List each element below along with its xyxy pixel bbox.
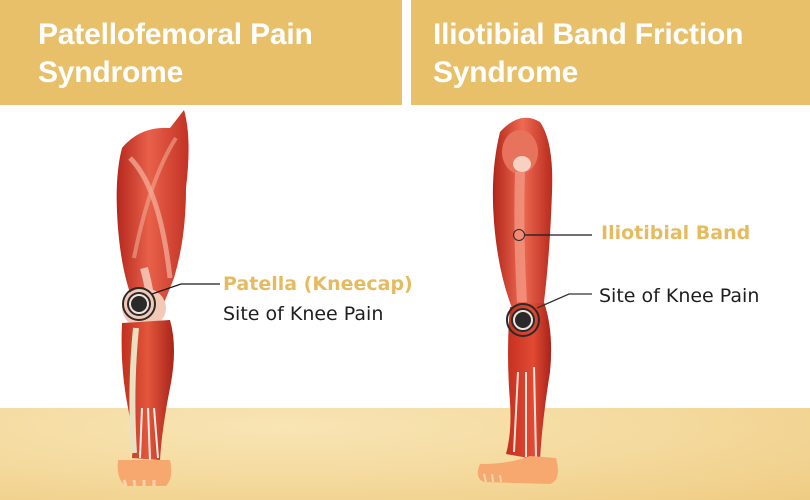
pain-marker-outer-ring	[122, 287, 156, 321]
panel-title-line2: Syndrome	[38, 56, 184, 89]
panel-header-iliotibial: Iliotibial Band Friction Syndrome	[411, 0, 810, 105]
leg-anterior-view-icon	[100, 108, 210, 488]
callout-knee-pain-label: Site of Knee Pain	[599, 285, 760, 307]
panel-header-patellofemoral: Patellofemoral Pain Syndrome	[0, 0, 402, 105]
panel-title-line2: Syndrome	[433, 56, 579, 89]
callout-iliotibial-band-label: Iliotibial Band	[601, 222, 751, 244]
callout-patella-label: Patella (Kneecap)	[223, 273, 413, 295]
pain-marker-icon	[131, 296, 147, 312]
pain-marker-icon	[515, 312, 531, 328]
panel-title-line1: Patellofemoral Pain	[38, 18, 313, 51]
leg-lateral-view-icon	[470, 112, 590, 492]
callout-knee-pain-label: Site of Knee Pain	[223, 303, 384, 325]
panel-title-line1: Iliotibial Band Friction	[433, 18, 744, 51]
pain-marker-outer-ring	[506, 303, 540, 337]
it-band-marker-icon	[513, 229, 525, 241]
